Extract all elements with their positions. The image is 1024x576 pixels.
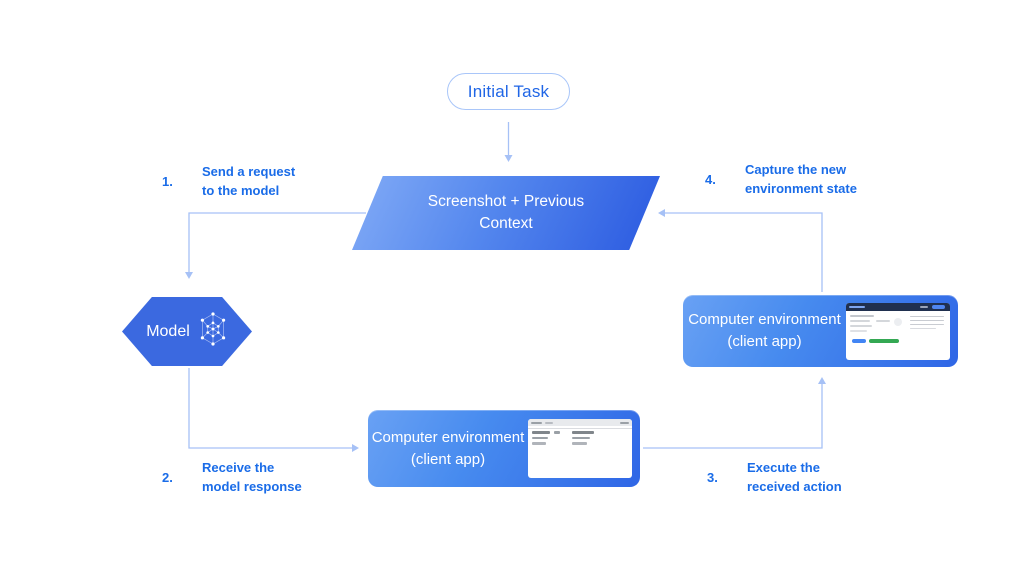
- env-right-line2: (client app): [727, 333, 802, 350]
- screenshot-context-line2: Context: [479, 215, 533, 232]
- env-bottom-line2: (client app): [410, 450, 486, 468]
- env-bottom-line1: Computer environment: [371, 428, 525, 446]
- model-label: Model: [146, 322, 190, 340]
- arrowhead-up: [818, 377, 826, 384]
- screenshot-context-line1: Screenshot + Previous: [427, 193, 585, 211]
- arrowhead-right: [352, 444, 359, 452]
- arrowhead-down-1: [504, 155, 513, 162]
- env-right-label: Computer environment (client app): [683, 309, 846, 353]
- model-network-icon: [198, 311, 228, 352]
- env-right-line1: Computer environment: [688, 311, 841, 329]
- env-bottom-label: Computer environment (client app): [368, 427, 528, 471]
- initial-task-node: Initial Task: [447, 73, 570, 110]
- step-3-number: 3.: [707, 470, 718, 486]
- arrow-env-right-to-context: [665, 212, 823, 292]
- step-1-label: 1. Send a request to the model: [162, 163, 295, 201]
- screenshot-context-node: Screenshot + Previous Context: [352, 176, 660, 250]
- env-bottom-node: Computer environment (client app): [368, 410, 640, 487]
- step-2-number: 2.: [162, 470, 173, 486]
- model-node: Model: [122, 297, 252, 366]
- step-1-number: 1.: [162, 174, 173, 190]
- env-right-node: Computer environment (client app): [683, 295, 958, 367]
- initial-task-label: Initial Task: [467, 81, 550, 101]
- web-app-thumbnail: [846, 302, 950, 360]
- step-4-label: 4. Capture the new environment state: [705, 161, 857, 199]
- step-3-text: Execute the received action: [747, 460, 842, 494]
- arrow-model-to-env-bottom: [188, 368, 352, 449]
- desktop-app-thumbnail: [528, 419, 632, 478]
- step-3-label: 3. Execute the received action: [707, 459, 842, 497]
- step-1-text: Send a request to the model: [202, 164, 296, 198]
- arrow-context-to-model: [188, 212, 366, 272]
- step-2-text: Receive the model response: [202, 460, 302, 494]
- step-4-number: 4.: [705, 172, 716, 188]
- arrowhead-down-2: [185, 272, 193, 279]
- step-2-label: 2. Receive the model response: [162, 459, 302, 497]
- step-4-text: Capture the new environment state: [745, 162, 857, 196]
- arrow-env-bottom-to-env-right: [643, 384, 823, 449]
- arrowhead-left: [658, 209, 665, 217]
